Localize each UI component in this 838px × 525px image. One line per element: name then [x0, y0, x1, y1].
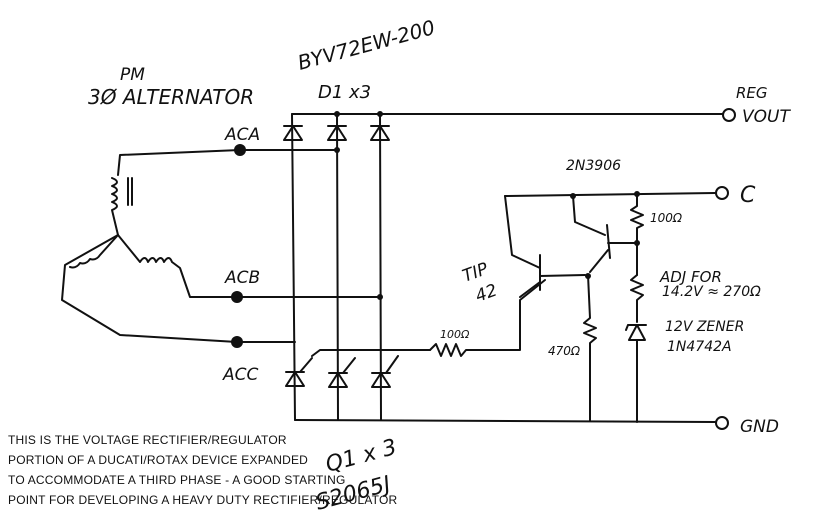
zener-label-2: 1N4742A [667, 339, 732, 355]
tip42-transistor [504, 195, 586, 298]
diode-d1-b [327, 125, 347, 141]
diode-qty-label: D1 x3 [318, 82, 371, 103]
note-line: to accommodate a third phase - a good st… [8, 473, 346, 487]
tip-label-2: 42 [473, 281, 500, 307]
pnp-part-label: 2N3906 [566, 158, 621, 174]
note-line: portion of a Ducati/Rotax device expande… [8, 453, 309, 467]
gnd-terminal [715, 416, 729, 430]
bridge-column-3 [379, 113, 382, 421]
adj-label-1: ADJ FOR [659, 268, 722, 286]
c-line [504, 192, 716, 197]
scr-q1-a [285, 357, 313, 387]
c-label: C [740, 183, 756, 208]
pnp-2n3906-transistor [572, 195, 638, 273]
junction-dots [334, 111, 640, 300]
alternator-label-2: 3Ø ALTERNATOR [88, 85, 254, 109]
resistor-470 [583, 274, 597, 422]
resistor-100-top [630, 192, 644, 276]
scr-q1-c [371, 355, 399, 388]
vout-label: VOUT [742, 107, 791, 127]
diode-d1-a [283, 125, 303, 141]
reg-label: REG [736, 84, 768, 102]
adj-label-2: 14.2V ≈ 270Ω [662, 284, 761, 300]
zener-12v [625, 324, 647, 423]
r100-gate-label: 100Ω [440, 328, 470, 341]
r100-top-label: 100Ω [650, 211, 683, 225]
acc-label: ACC [222, 365, 258, 385]
gnd-rail [294, 419, 716, 423]
acb-label: ACB [224, 268, 260, 288]
note-line: This is the voltage rectifier/regulator [8, 433, 287, 447]
resistor-100-gate [429, 279, 546, 357]
gate-bus [311, 349, 431, 357]
zener-label-1: 12V ZENER [665, 319, 744, 335]
bridge-column-2 [336, 113, 339, 421]
c-terminal [715, 186, 729, 200]
vout-terminal [722, 108, 736, 122]
note-line: point for developing a heavy duty rectif… [8, 493, 398, 507]
gnd-label: GND [740, 417, 779, 437]
diode-part-label: BYV72EW-200 [295, 15, 437, 75]
bridge-column-1 [291, 113, 296, 421]
resistor-270-adj [630, 274, 644, 323]
scr-q1-b [328, 357, 356, 388]
aca-label: ACA [224, 125, 260, 145]
description-note: This is the voltage rectifier/regulator … [8, 430, 397, 510]
alternator-label-1: PM [120, 65, 145, 85]
diode-d1-c [370, 125, 390, 141]
alternator-windings [61, 149, 241, 343]
r470-label: 470Ω [548, 344, 581, 358]
